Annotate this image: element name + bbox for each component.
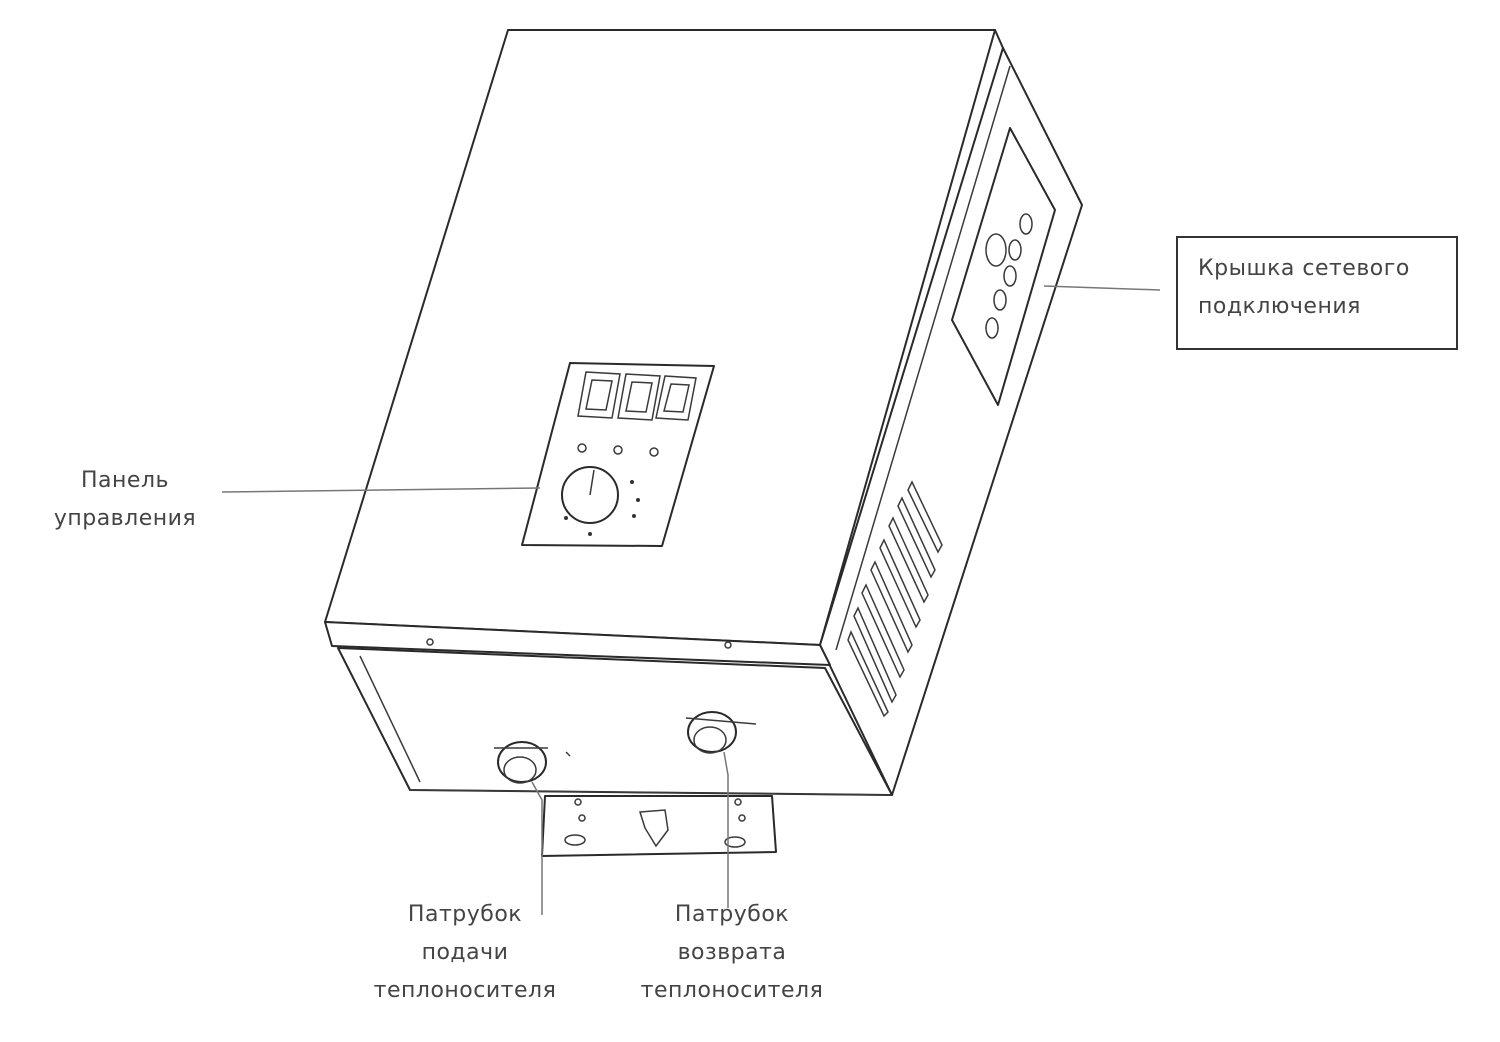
side-face-fold [835, 65, 1011, 651]
indicator-led [613, 445, 623, 455]
cable-gland-holes [985, 213, 1033, 339]
indicator-led [577, 443, 587, 453]
rocker-switch [655, 375, 697, 421]
control-panel [521, 362, 715, 547]
knob-scale-marks [564, 480, 640, 536]
return-leader-line [723, 751, 729, 908]
cover-leader-line [1043, 285, 1161, 291]
supply-pipe-label: Патрубок подачи теплоносителя [373, 902, 557, 1003]
lower-panel-inner-edge [359, 655, 421, 783]
housing-bottom-lip [324, 621, 831, 666]
knob-pointer [589, 469, 595, 496]
screw [724, 641, 732, 649]
lower-panel-bottom [409, 789, 893, 796]
indicator-led [649, 447, 659, 457]
return-pipe-fitting [685, 711, 757, 754]
supply-pipe-fitting [494, 741, 571, 784]
screw [426, 638, 434, 646]
panel-leader-line [221, 487, 541, 493]
supply-leader-line [531, 781, 543, 915]
control-panel-label: Панель управления [53, 468, 197, 531]
mounting-bracket [541, 795, 777, 857]
ventilation-slots [847, 480, 943, 718]
cover-callout-box [1176, 236, 1458, 350]
network-cover-plate [951, 127, 1056, 406]
rocker-switch [617, 373, 661, 421]
lower-front-panel [337, 647, 893, 796]
return-pipe-label: Патрубок возврата теплоносителя [640, 902, 824, 1003]
rocker-switch [577, 371, 621, 419]
network-cover-label: Крышка сетевого подключения [1198, 256, 1410, 319]
